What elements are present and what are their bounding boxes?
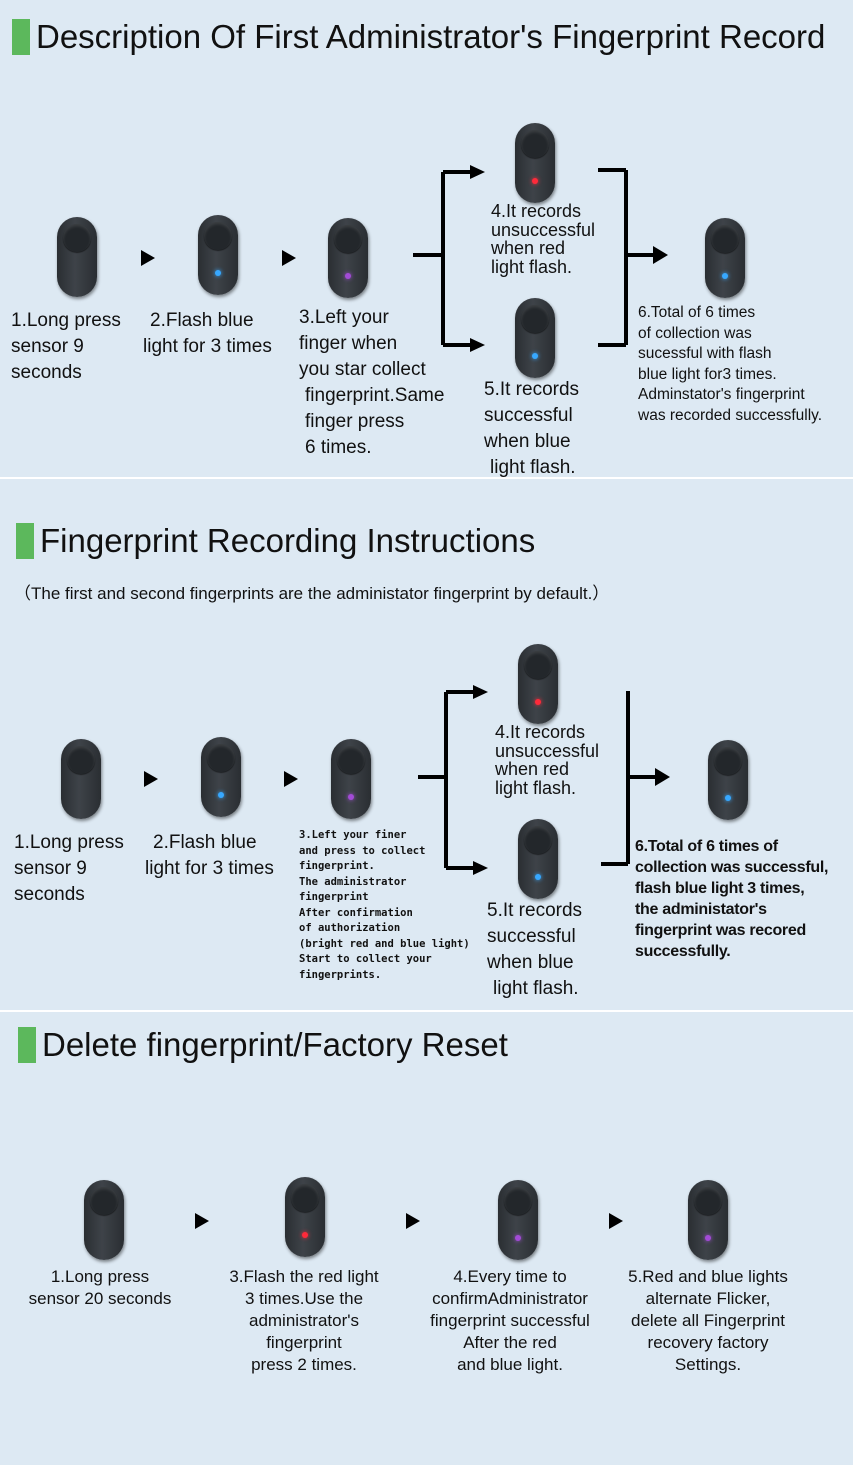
arrow-right-icon xyxy=(144,771,158,787)
fingerprint-sensor-icon xyxy=(57,217,97,297)
section-note: （The first and second fingerprints are t… xyxy=(14,584,610,603)
fingerprint-sensor-icon xyxy=(518,644,558,724)
section-header: Description Of First Administrator's Fin… xyxy=(12,18,825,56)
fingerprint-sensor-icon xyxy=(515,123,555,203)
header-accent-bar xyxy=(18,1027,36,1063)
section-title: Delete fingerprint/Factory Reset xyxy=(42,1026,508,1063)
arrow-right-icon xyxy=(406,1213,420,1229)
fingerprint-sensor-icon xyxy=(84,1180,124,1260)
fingerprint-sensor-icon xyxy=(61,739,101,819)
fingerprint-sensor-icon xyxy=(518,819,558,899)
section-delete-factory-reset: Delete fingerprint/Factory Reset 1.Long … xyxy=(0,1012,853,1465)
arrow-right-icon xyxy=(282,250,296,266)
fingerprint-sensor-icon xyxy=(705,218,745,298)
arrow-right-icon xyxy=(195,1213,209,1229)
fingerprint-sensor-icon xyxy=(515,298,555,378)
fingerprint-sensor-icon xyxy=(498,1180,538,1260)
fingerprint-sensor-icon xyxy=(285,1177,325,1257)
fingerprint-sensor-icon xyxy=(328,218,368,298)
section-header: Delete fingerprint/Factory Reset xyxy=(18,1026,508,1064)
header-accent-bar xyxy=(16,523,34,559)
section-first-admin-record: Description Of First Administrator's Fin… xyxy=(0,0,853,477)
fingerprint-sensor-icon xyxy=(708,740,748,820)
section-title: Fingerprint Recording Instructions xyxy=(40,522,536,559)
arrow-right-icon xyxy=(284,771,298,787)
fingerprint-sensor-icon xyxy=(201,737,241,817)
fingerprint-sensor-icon xyxy=(331,739,371,819)
fingerprint-sensor-icon xyxy=(198,215,238,295)
section-recording-instructions: Fingerprint Recording Instructions （The … xyxy=(0,479,853,1010)
arrow-right-icon xyxy=(141,250,155,266)
section-title: Description Of First Administrator's Fin… xyxy=(36,18,826,55)
arrow-right-icon xyxy=(609,1213,623,1229)
header-accent-bar xyxy=(12,19,30,55)
fingerprint-sensor-icon xyxy=(688,1180,728,1260)
section-header: Fingerprint Recording Instructions xyxy=(16,522,535,560)
